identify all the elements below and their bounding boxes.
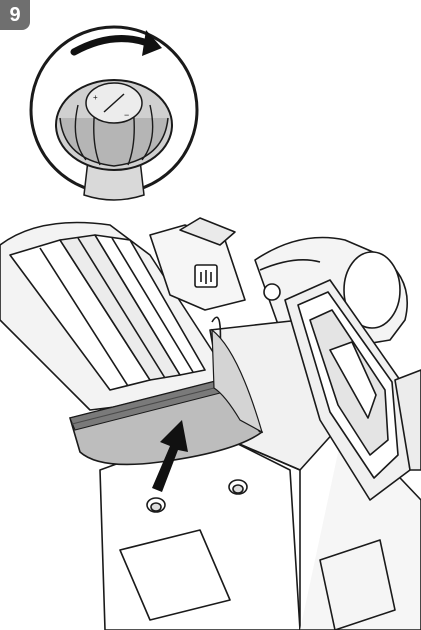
step-number-badge: 9 — [0, 0, 30, 30]
svg-text:+: + — [93, 93, 98, 102]
knob-rotate-clockwise-icon: + − — [29, 25, 199, 201]
svg-text:−: − — [124, 110, 129, 120]
blade-plate — [68, 316, 264, 466]
arrow-up-icon — [152, 420, 188, 492]
machine-assembly-drawing — [0, 217, 421, 630]
